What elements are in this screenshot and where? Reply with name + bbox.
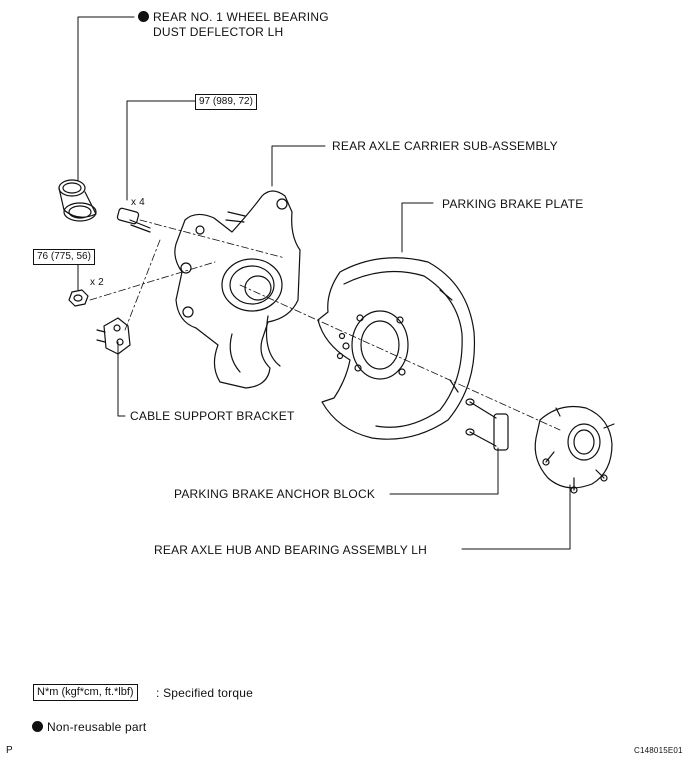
torque-box-nut: 76 (775, 56) — [33, 249, 95, 265]
leader-parking-plate — [401, 202, 434, 253]
label-dust-deflector-line2: DUST DEFLECTOR LH — [153, 25, 284, 39]
legend-nonreusable: Non-reusable part — [32, 720, 146, 734]
hub-bearing-part — [534, 405, 615, 494]
bolt-quantity: x 4 — [131, 197, 145, 208]
leader-carrier — [271, 145, 326, 187]
filled-circle-icon — [138, 11, 149, 22]
label-dust-deflector-line1: REAR NO. 1 WHEEL BEARING — [153, 10, 329, 24]
torque-box-bolt: 97 (989, 72) — [195, 94, 257, 110]
label-anchor-block: PARKING BRAKE ANCHOR BLOCK — [174, 487, 376, 501]
anchor-block-part — [465, 398, 509, 451]
leader-lines — [77, 16, 571, 550]
figure-code: C148015E01 — [634, 746, 683, 755]
leader-hub-assembly — [461, 484, 571, 550]
axle-carrier-part — [174, 190, 301, 389]
label-carrier: REAR AXLE CARRIER SUB-ASSEMBLY — [332, 139, 558, 153]
parking-brake-plate-part — [317, 257, 476, 440]
bolt-part — [116, 207, 151, 233]
leader-anchor-block — [389, 447, 499, 495]
label-cable-bracket: CABLE SUPPORT BRACKET — [130, 409, 295, 423]
leader-bolt-torque — [126, 100, 196, 201]
label-hub-assembly: REAR AXLE HUB AND BEARING ASSEMBLY LH — [154, 543, 428, 557]
filled-circle-icon — [32, 721, 43, 732]
legend-nonreusable-text: Non-reusable part — [47, 720, 147, 734]
label-dust-deflector: REAR NO. 1 WHEEL BEARING — [138, 10, 329, 24]
dust-deflector-part — [58, 179, 97, 222]
legend-torque-unit: N*m (kgf*cm, ft.*lbf) — [33, 684, 138, 701]
leader-cable-bracket — [117, 341, 126, 417]
label-parking-plate: PARKING BRAKE PLATE — [442, 197, 584, 211]
leader-dust-deflector — [77, 16, 135, 181]
legend-torque-desc: : Specified torque — [156, 686, 253, 700]
nut-part — [68, 289, 89, 307]
cable-support-bracket-part — [96, 317, 131, 355]
footer-left-mark: P — [6, 745, 13, 756]
assembly-axes — [89, 219, 561, 431]
nut-quantity: x 2 — [90, 277, 104, 288]
